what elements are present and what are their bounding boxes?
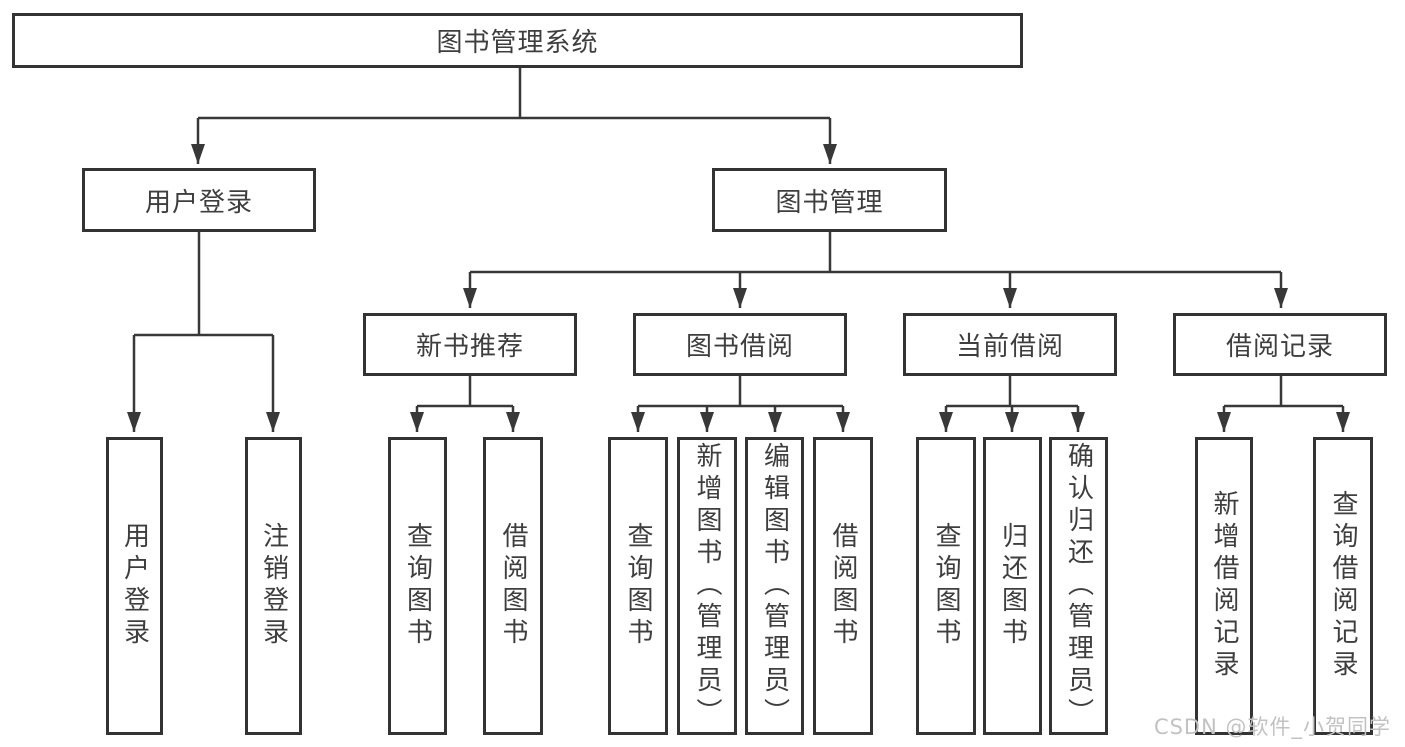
node-leaf-bb-add-books-admin: 新增图书（管理员） [677, 437, 737, 735]
node-leaf-bb-query-books-label: 查询图书 [623, 522, 653, 650]
node-leaf-nb-query-books-label: 查询图书 [402, 522, 433, 650]
node-leaf-cb-query-books: 查询图书 [916, 437, 976, 735]
node-leaf-bb-edit-books-admin-label: 编辑图书（管理员） [759, 442, 790, 730]
node-leaf-user-login-label: 用户登录 [119, 522, 150, 650]
node-leaf-cb-confirm-return-admin: 确认归还（管理员） [1049, 437, 1108, 735]
node-leaf-bb-borrow-books: 借阅图书 [813, 437, 873, 735]
csdn-watermark: CSDN @软件_小贺同学 [1153, 715, 1391, 739]
node-leaf-cb-return-books: 归还图书 [983, 437, 1042, 735]
node-leaf-bb-add-books-admin-label: 新增图书（管理员） [692, 442, 722, 730]
node-leaf-bb-borrow-books-label: 借阅图书 [828, 522, 858, 650]
node-book-borrowing: 图书借阅 [633, 313, 847, 376]
node-leaf-cb-query-books-label: 查询图书 [931, 522, 961, 650]
node-current-borrowing: 当前借阅 [903, 313, 1117, 376]
node-leaf-cb-return-books-label: 归还图书 [997, 522, 1028, 650]
node-user-login: 用户登录 [82, 168, 316, 232]
node-leaf-br-add-record: 新增借阅记录 [1195, 437, 1253, 735]
node-leaf-user-login: 用户登录 [106, 437, 163, 735]
node-library-management-system: 图书管理系统 [12, 13, 1023, 68]
node-book-management: 图书管理 [712, 168, 947, 232]
node-leaf-br-query-record: 查询借阅记录 [1313, 437, 1373, 735]
node-leaf-cb-confirm-return-admin-label: 确认归还（管理员） [1063, 442, 1094, 730]
node-leaf-nb-query-books: 查询图书 [388, 437, 447, 735]
node-leaf-bb-edit-books-admin: 编辑图书（管理员） [745, 437, 804, 735]
node-leaf-br-add-record-label: 新增借阅记录 [1209, 490, 1239, 682]
node-leaf-logout-label: 注销登录 [258, 522, 289, 650]
node-leaf-br-query-record-label: 查询借阅记录 [1328, 490, 1358, 682]
node-borrowing-records: 借阅记录 [1173, 313, 1387, 376]
node-leaf-nb-borrow-books-label: 借阅图书 [498, 522, 528, 650]
node-leaf-bb-query-books: 查询图书 [608, 437, 668, 735]
node-leaf-nb-borrow-books: 借阅图书 [483, 437, 543, 735]
node-new-book-recommend: 新书推荐 [363, 313, 577, 376]
node-leaf-logout: 注销登录 [245, 437, 302, 735]
